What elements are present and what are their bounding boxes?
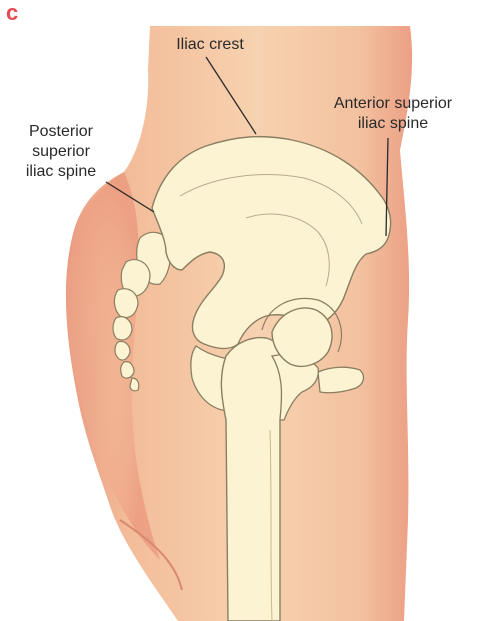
label-line: Posterior (6, 122, 116, 142)
label-line: iliac spine (6, 162, 116, 182)
panel-letter: c (6, 2, 18, 24)
label-iliac-crest: Iliac crest (160, 35, 260, 55)
femur-shaft (221, 338, 286, 621)
label-line: superior (6, 142, 116, 162)
label-iliac-crest-text: Iliac crest (160, 35, 260, 55)
label-posterior-superior-iliac-spine: Posterior superior iliac spine (6, 122, 116, 182)
label-line: iliac spine (310, 114, 476, 134)
label-line: Anterior superior (310, 94, 476, 114)
label-anterior-superior-iliac-spine: Anterior superior iliac spine (310, 94, 476, 134)
